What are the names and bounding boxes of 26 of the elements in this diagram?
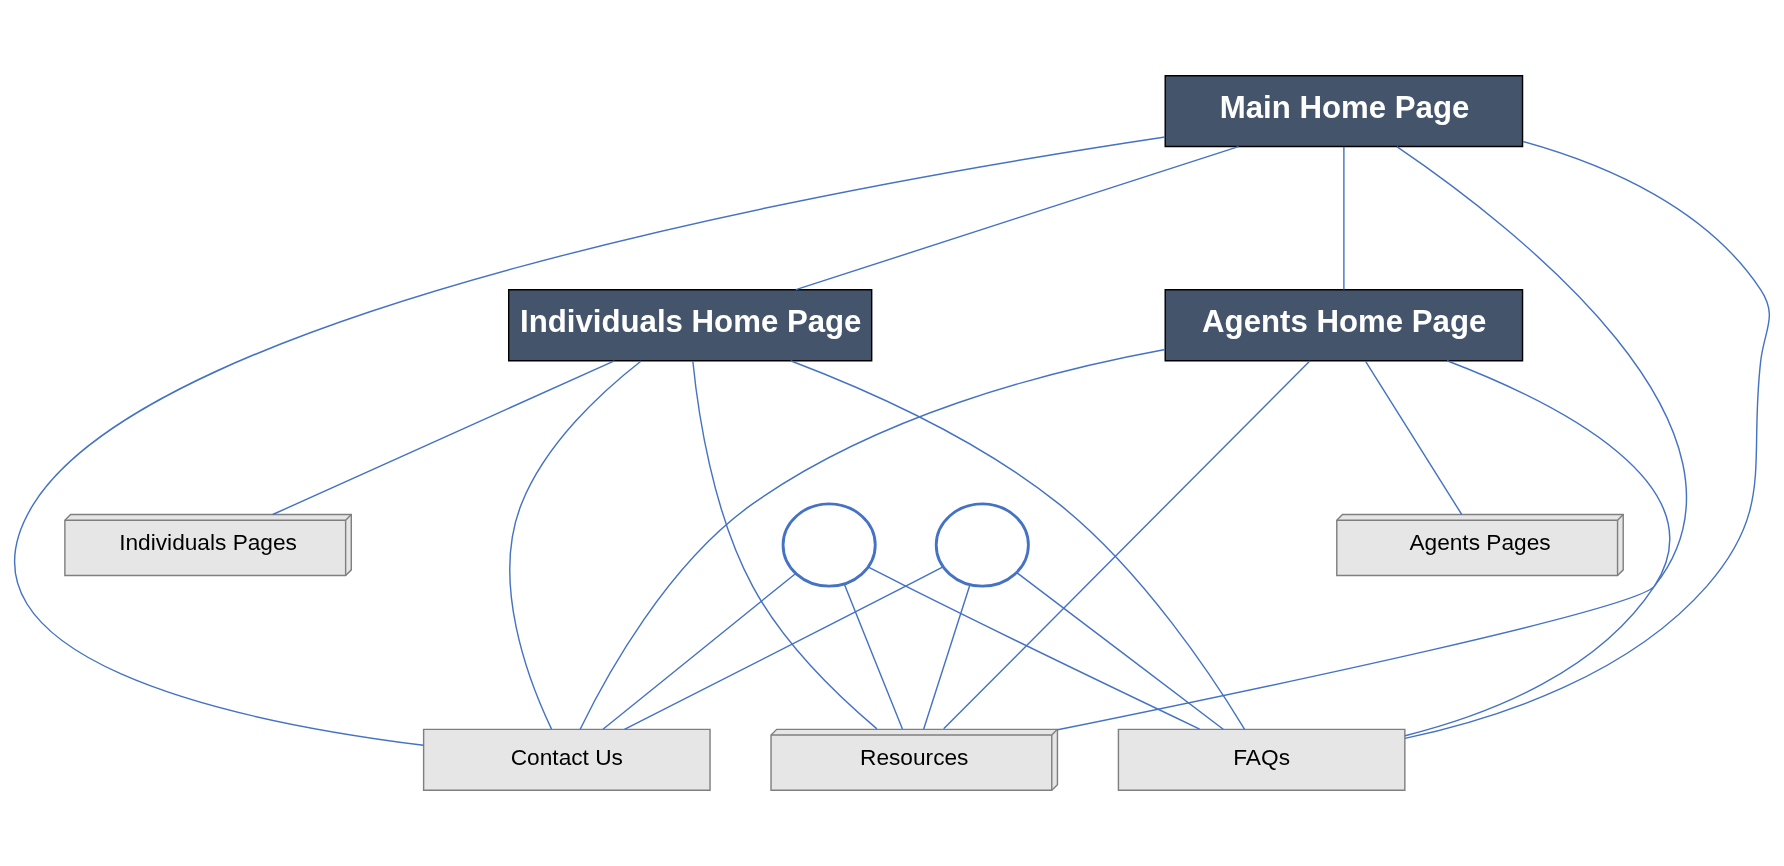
node-box: Main Home Page bbox=[1164, 74, 1524, 148]
connector bbox=[602, 573, 797, 730]
connector bbox=[1364, 360, 1463, 515]
connector bbox=[1056, 146, 1687, 731]
connector bbox=[692, 360, 878, 730]
node-box: Contact Us bbox=[422, 728, 711, 792]
connector bbox=[1404, 360, 1671, 737]
connector bbox=[922, 584, 971, 730]
node-box: Individuals Home Page bbox=[508, 289, 873, 362]
connector bbox=[1343, 146, 1345, 291]
connector bbox=[789, 360, 1246, 731]
connector bbox=[843, 583, 904, 730]
connector bbox=[1016, 572, 1224, 730]
connector bbox=[509, 360, 642, 730]
connector bbox=[942, 360, 1311, 730]
connector bbox=[623, 566, 944, 730]
connector bbox=[867, 566, 1201, 730]
node-box: FAQs bbox=[1117, 728, 1406, 792]
connector bbox=[579, 348, 1166, 730]
node-box: Agents Home Page bbox=[1164, 289, 1524, 362]
node-circle bbox=[934, 502, 1030, 588]
connector bbox=[1404, 140, 1770, 740]
node-circle bbox=[781, 502, 877, 588]
connector bbox=[795, 145, 1240, 291]
connector bbox=[272, 360, 616, 516]
connector bbox=[14, 136, 1166, 746]
